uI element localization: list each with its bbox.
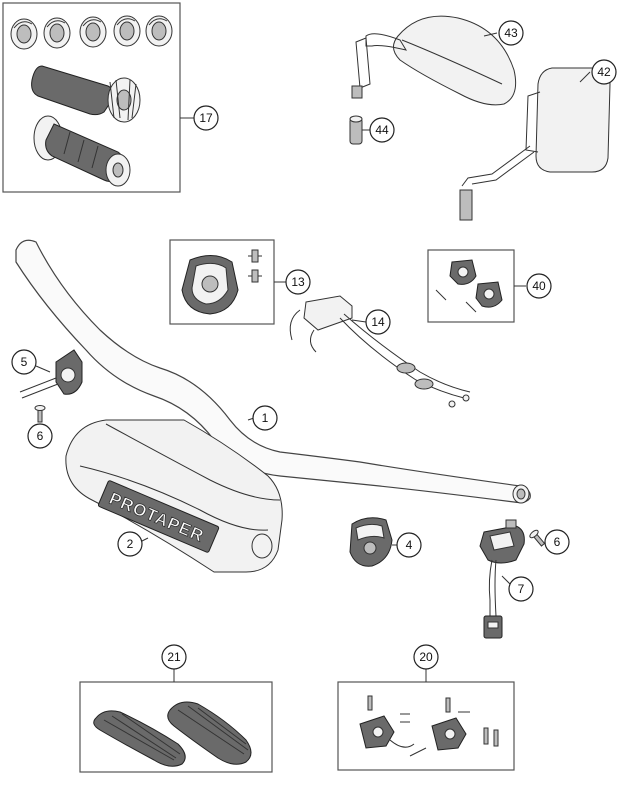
callout-5: 5 (11, 349, 37, 375)
callout-2-label: 2 (127, 537, 134, 551)
callout-6-right-label: 6 (554, 535, 561, 549)
callout-6-left-label: 6 (37, 429, 44, 443)
callout-20-label: 20 (419, 650, 433, 664)
throttle-cam-rings (10, 15, 173, 50)
bar-clamp (19, 349, 83, 399)
throttle-housing-group (169, 239, 286, 325)
callout-44-label: 44 (375, 123, 389, 137)
grip-set-frame (2, 2, 181, 193)
mirror-right (459, 67, 611, 221)
callout-14-label: 14 (371, 315, 385, 329)
callout-6-left: 6 (27, 423, 53, 449)
callout-2: 2 (117, 531, 143, 557)
screw-right (529, 529, 546, 547)
callout-13: 13 (285, 269, 311, 295)
mirror-clamp-group (427, 249, 526, 323)
handguard-frame (79, 681, 273, 773)
callout-5-label: 5 (21, 355, 28, 369)
callout-13-label: 13 (291, 275, 305, 289)
callout-40-label: 40 (532, 279, 546, 293)
callout-4: 4 (396, 532, 422, 558)
callout-42: 42 (591, 59, 617, 85)
callout-17-label: 17 (199, 111, 213, 125)
callout-1: 1 (252, 405, 278, 431)
handguard-group (79, 669, 273, 773)
callout-21-label: 21 (167, 650, 181, 664)
callout-21: 21 (161, 644, 187, 670)
callout-17: 17 (193, 105, 219, 131)
callout-1-label: 1 (262, 411, 269, 425)
callout-42-label: 42 (597, 65, 611, 79)
callout-43-label: 43 (504, 26, 518, 40)
kill-switch (349, 517, 398, 567)
callout-43: 43 (498, 20, 524, 46)
screw-left (34, 405, 46, 423)
callout-6-right: 6 (544, 529, 570, 555)
callout-7-label: 7 (518, 582, 525, 596)
callout-4-label: 4 (406, 538, 413, 552)
mirror-adapter (349, 115, 370, 145)
throttle-grip (31, 65, 141, 123)
handguard-mount-kit-group (337, 669, 515, 771)
combination-switch (479, 519, 525, 639)
mirror-left (351, 15, 517, 106)
callout-40: 40 (526, 273, 552, 299)
callout-20: 20 (413, 644, 439, 670)
throttle-cables (289, 295, 471, 408)
grip-set-group (2, 2, 194, 193)
callout-14: 14 (365, 309, 391, 335)
callout-44: 44 (369, 117, 395, 143)
callout-7: 7 (508, 576, 534, 602)
clutch-side-grip (33, 115, 131, 187)
handlebar (15, 239, 531, 504)
